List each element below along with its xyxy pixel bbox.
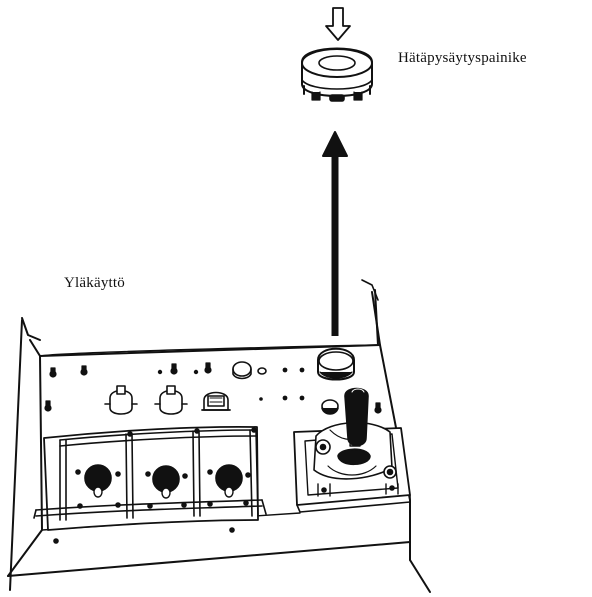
emergency-stop-button-icon bbox=[301, 47, 373, 102]
pointer-arrow bbox=[322, 131, 348, 336]
upper-control-label: Yläkäyttö bbox=[64, 275, 125, 291]
panel-emergency-stop-icon bbox=[317, 347, 355, 381]
key-switch-icon bbox=[201, 391, 231, 411]
main-joystick bbox=[293, 387, 411, 513]
indicator-lamp-icon bbox=[257, 367, 267, 375]
rotary-knob-icon bbox=[232, 361, 252, 380]
press-down-arrow-icon bbox=[325, 7, 351, 41]
emergency-stop-label: Hätäpysäytyspainike bbox=[398, 50, 527, 66]
control-lever-area bbox=[33, 425, 267, 531]
lever-joystick-icons bbox=[53, 464, 251, 544]
toggle-switch-icons bbox=[44, 362, 382, 414]
round-button-icon bbox=[321, 399, 339, 415]
selector-switch-icons bbox=[104, 385, 188, 415]
